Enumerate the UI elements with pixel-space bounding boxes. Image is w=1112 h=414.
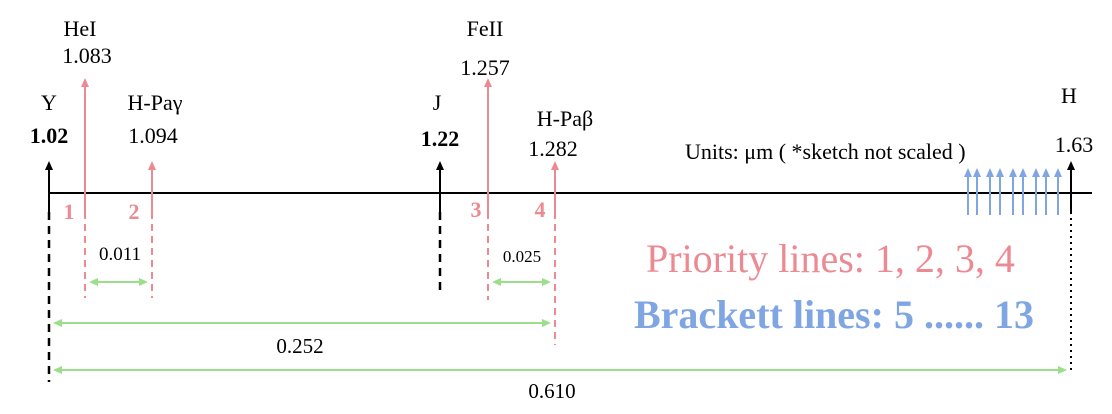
line-number-4: 4	[535, 197, 546, 222]
measure-label-0-252: 0.252	[276, 334, 323, 358]
h-band-label: H	[1061, 83, 1077, 108]
line-number-1: 1	[64, 199, 75, 224]
j-band-value: 1.22	[421, 126, 460, 151]
j-band-label: J	[433, 90, 442, 115]
y-band-label: Y	[41, 90, 57, 115]
measure-label-0-025: 0.025	[503, 247, 541, 266]
y-band-value: 1.02	[30, 123, 69, 148]
priority-lines-legend: Priority lines: 1, 2, 3, 4	[646, 236, 1015, 281]
measure-label-0-011: 0.011	[99, 244, 141, 265]
brackett-lines-legend: Brackett lines: 5 ...... 13	[634, 292, 1034, 337]
h-pa-gamma-value: 1.094	[128, 123, 178, 148]
h-pa-beta-value: 1.282	[528, 136, 578, 161]
hei-label: HeI	[64, 16, 97, 41]
h-pa-beta-label: H-Paβ	[537, 106, 593, 131]
feii-value: 1.257	[460, 55, 510, 80]
brackett-line-arrows	[964, 168, 1062, 215]
h-pa-gamma-label: H-Paγ	[128, 90, 183, 115]
line-number-2: 2	[129, 199, 140, 224]
hei-value: 1.083	[62, 43, 112, 68]
feii-label: FeII	[467, 16, 504, 41]
line-number-3: 3	[471, 197, 482, 222]
h-band-value: 1.63	[1055, 132, 1094, 157]
measure-label-0-610: 0.610	[528, 379, 575, 403]
units-note: Units: μm ( *sketch not scaled )	[685, 139, 966, 164]
